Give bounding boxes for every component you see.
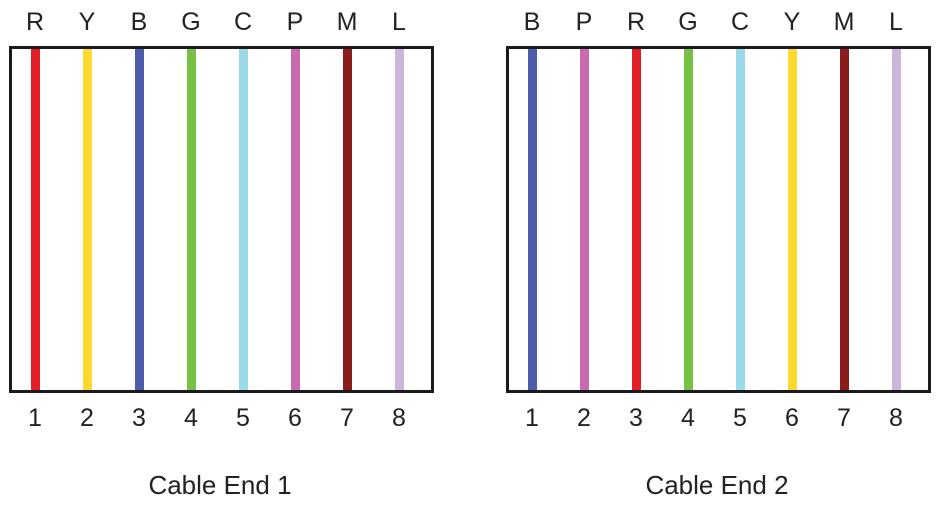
wire-R xyxy=(631,49,641,390)
wire-color-label: B xyxy=(523,8,541,36)
pin-number-label: 3 xyxy=(132,404,146,432)
pin-number-label: 2 xyxy=(577,404,591,432)
wire-Y xyxy=(82,49,92,390)
wire-color-label: M xyxy=(336,8,358,36)
pin-number-label: 4 xyxy=(681,404,695,432)
wire-color-label: C xyxy=(730,8,750,36)
wire-color-label: B xyxy=(130,8,148,36)
wire-G xyxy=(683,49,693,390)
pin-number-label: 6 xyxy=(785,404,799,432)
wire-M xyxy=(839,49,849,390)
pin-number-label: 2 xyxy=(80,404,94,432)
wire-G xyxy=(186,49,196,390)
wire-color-label: Y xyxy=(78,8,96,36)
wire-color-label: G xyxy=(181,8,201,36)
pin-number-label: 3 xyxy=(629,404,643,432)
wire-L xyxy=(394,49,404,390)
pin-number-label: 8 xyxy=(889,404,903,432)
pin-number-label: 5 xyxy=(236,404,250,432)
pin-number-label: 5 xyxy=(733,404,747,432)
wire-C xyxy=(238,49,248,390)
wire-L xyxy=(891,49,901,390)
wire-color-label: C xyxy=(233,8,253,36)
pin-number-label: 4 xyxy=(184,404,198,432)
pin-number-label: 6 xyxy=(288,404,302,432)
wire-Y xyxy=(787,49,797,390)
cable-end-1-panel: Cable End 1 R 1 Y 2 B 3 G 4 C 5 P 6 M 7 L 8 xyxy=(0,0,440,513)
connector-box xyxy=(9,46,434,393)
wire-P xyxy=(579,49,589,390)
wire-color-label: L xyxy=(889,8,903,36)
connector-box xyxy=(506,46,931,393)
cable-end-caption: Cable End 2 xyxy=(645,470,789,500)
wire-color-label: R xyxy=(25,8,45,36)
wire-R xyxy=(30,49,40,390)
wire-color-label: M xyxy=(833,8,855,36)
wire-color-label: G xyxy=(678,8,698,36)
wire-B xyxy=(134,49,144,390)
cable-end-caption: Cable End 1 xyxy=(148,470,292,500)
wire-color-label: P xyxy=(286,8,304,36)
wire-M xyxy=(342,49,352,390)
pin-number-label: 1 xyxy=(28,404,42,432)
pin-number-label: 1 xyxy=(525,404,539,432)
pin-number-label: 7 xyxy=(837,404,851,432)
wire-color-label: P xyxy=(575,8,593,36)
pin-number-label: 7 xyxy=(340,404,354,432)
cable-end-2-panel: Cable End 2 B 1 P 2 R 3 G 4 C 5 Y 6 M 7 L 8 xyxy=(497,0,937,513)
wire-P xyxy=(290,49,300,390)
wire-color-label: R xyxy=(626,8,646,36)
pin-number-label: 8 xyxy=(392,404,406,432)
wire-color-label: Y xyxy=(783,8,801,36)
wire-C xyxy=(735,49,745,390)
wire-B xyxy=(527,49,537,390)
wire-color-label: L xyxy=(392,8,406,36)
